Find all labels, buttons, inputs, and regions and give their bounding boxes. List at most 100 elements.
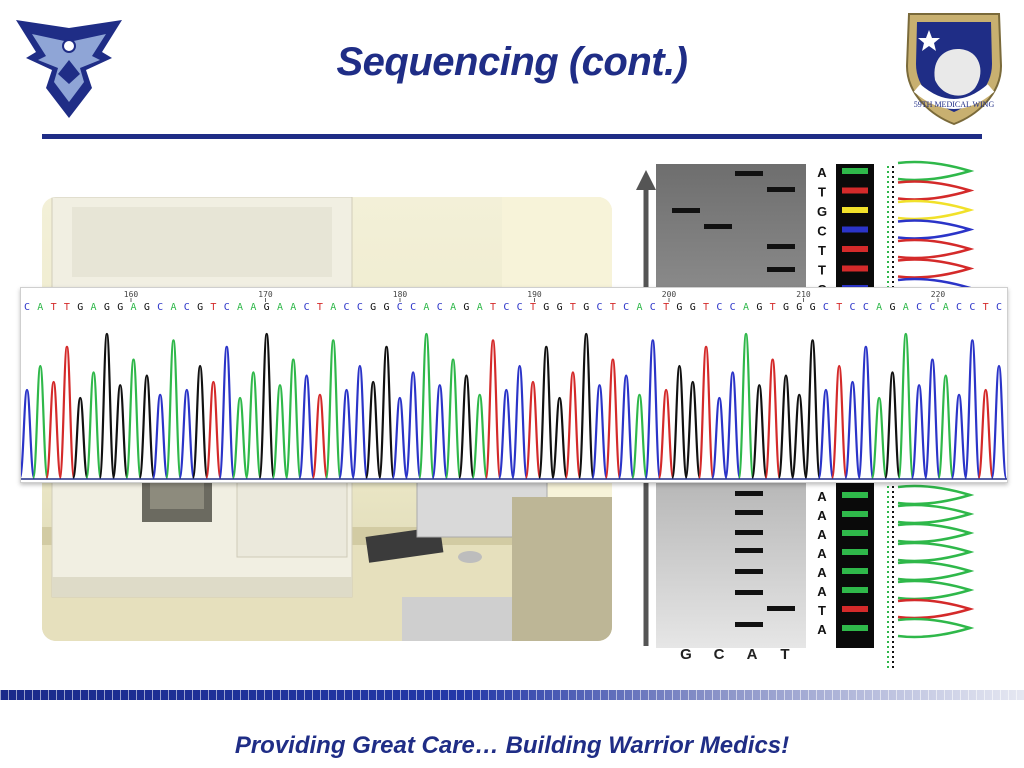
trace-peak: [897, 199, 975, 221]
gel-base-letter: A: [817, 622, 827, 637]
gel-base-letter: A: [817, 565, 827, 580]
base-color-bar: [842, 492, 868, 498]
gel-column-label: G: [680, 646, 692, 663]
chromatogram-peak: [897, 332, 915, 480]
chromatogram-peak: [804, 339, 822, 480]
trace-peak: [897, 541, 975, 563]
chromatogram-peak: [191, 364, 209, 480]
base-call-letter: G: [557, 302, 563, 313]
base-call-letter: C: [730, 302, 736, 313]
ruler-label: 210: [796, 290, 811, 299]
chromatogram-peak: [378, 345, 395, 480]
base-call-letter: C: [850, 302, 856, 313]
base-call-letter: A: [37, 302, 43, 313]
title-divider: [42, 134, 982, 139]
chromatogram-peak: [391, 396, 409, 480]
base-color-bars-bottom: [842, 492, 868, 631]
base-color-bar: [842, 226, 868, 233]
ruler-label: 220: [931, 290, 946, 299]
gel-base-letter: T: [818, 243, 826, 258]
base-call-letter: G: [889, 302, 895, 313]
base-call-letter: C: [24, 302, 30, 313]
base-color-bar: [842, 246, 868, 252]
chromatogram-peak: [591, 384, 608, 480]
chromatogram-peak: [151, 393, 169, 480]
chromatogram-peak: [950, 393, 968, 480]
chromatogram-peak: [724, 371, 742, 480]
ruler-label: 190: [527, 290, 542, 299]
medical-wing-shield-logo: 59TH MEDICAL WING: [895, 4, 1013, 126]
base-color-bar: [842, 187, 868, 194]
base-color-bar: [842, 265, 868, 272]
base-call-letter: C: [597, 302, 603, 313]
gel-base-letter: T: [818, 185, 826, 200]
chromatogram-peak: [324, 339, 342, 480]
base-call-letter: G: [676, 302, 682, 313]
base-call-letter: T: [836, 302, 842, 313]
chromatogram-peak: [910, 384, 928, 480]
chromatogram-peak: [537, 345, 555, 480]
base-call-letter: A: [131, 302, 137, 313]
base-call-letter: C: [304, 302, 310, 313]
base-color-bar: [842, 625, 868, 631]
base-call-letter: A: [876, 302, 882, 313]
base-call-letter: A: [943, 302, 949, 313]
chromatogram-peak: [937, 374, 955, 480]
chromatogram-peak: [258, 332, 276, 480]
gel-base-letter: A: [817, 584, 827, 599]
base-call-letter: T: [570, 302, 576, 313]
chromatogram-peak: [351, 364, 369, 480]
base-color-bar: [842, 568, 868, 574]
gel-base-letter: A: [817, 527, 827, 542]
base-call-letter: C: [157, 302, 163, 313]
chromatogram-peak: [311, 393, 329, 480]
chromatogram-peaks: [18, 332, 1008, 480]
chromatogram-peak: [85, 371, 102, 480]
chromatogram-peak: [418, 332, 435, 480]
trace-peak: [897, 219, 975, 240]
base-call-letter: C: [623, 302, 629, 313]
chromatogram-peak: [204, 380, 222, 480]
base-call-letter: G: [77, 302, 83, 313]
chromatogram-peak: [671, 364, 688, 480]
page-title: Sequencing (cont.): [336, 40, 689, 84]
trace-peak: [897, 579, 975, 601]
base-call-letter: C: [517, 302, 523, 313]
base-call-letter: A: [450, 302, 456, 313]
base-call-letter: G: [583, 302, 589, 313]
base-call-letter: A: [290, 302, 296, 313]
trace-peak: [897, 238, 975, 260]
base-call-letter: C: [397, 302, 403, 313]
base-color-bar: [842, 549, 868, 555]
chromatogram-peak: [98, 332, 116, 480]
chromatogram-peak: [111, 384, 129, 480]
chromatogram-peak: [165, 339, 182, 480]
trace-peak: [897, 617, 975, 639]
chromatogram-peak: [697, 345, 715, 480]
base-call-letter: G: [543, 302, 549, 313]
base-call-letter: C: [437, 302, 443, 313]
air-force-logo: [8, 8, 130, 126]
chromatogram-peak: [298, 374, 316, 480]
chromatogram-peak: [884, 371, 901, 480]
gel-base-letter: A: [817, 165, 827, 180]
chromatogram-peak: [924, 358, 941, 480]
base-call-letter: A: [743, 302, 749, 313]
gel-base-letter: A: [817, 489, 827, 504]
base-call-letter: T: [317, 302, 323, 313]
chromatogram-peak: [45, 380, 63, 480]
chromatogram-peak: [977, 388, 995, 480]
base-call-letter: G: [144, 302, 150, 313]
trace-peak: [897, 180, 975, 201]
base-call-letter: G: [810, 302, 816, 313]
base-call-letter: C: [823, 302, 829, 313]
base-color-bar: [842, 511, 868, 517]
ruler-label: 170: [258, 290, 273, 299]
base-call-letter: T: [530, 302, 536, 313]
base-color-bar: [842, 168, 868, 174]
trace-peak: [897, 503, 975, 525]
chromatogram-peak: [551, 396, 569, 480]
gel-base-letter: A: [817, 546, 827, 561]
